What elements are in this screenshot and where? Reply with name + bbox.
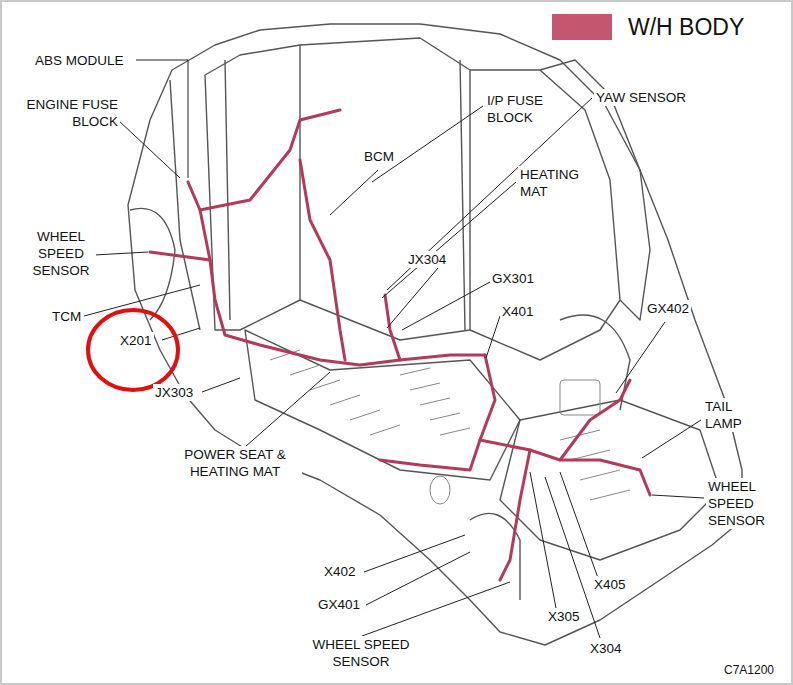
part-label: GX301 — [490, 270, 536, 287]
part-label: X402 — [322, 563, 358, 580]
part-label: I/P FUSE BLOCK — [485, 92, 559, 126]
part-label: C7A1200 — [722, 662, 776, 679]
part-label: TCM — [50, 308, 83, 325]
part-label: WHEEL SPEED SENSOR — [300, 636, 422, 670]
part-label: X304 — [588, 640, 624, 657]
part-label: ABS MODULE — [33, 52, 126, 69]
part-label: WHEEL SPEED SENSOR — [26, 228, 96, 279]
part-label: JX303 — [153, 384, 195, 401]
part-label: GX401 — [316, 596, 362, 613]
legend-text: W/H BODY — [628, 13, 744, 41]
part-label: GX402 — [645, 300, 691, 317]
part-label: JX304 — [406, 251, 448, 268]
legend-swatch — [552, 14, 612, 40]
part-label: BCM — [362, 148, 396, 165]
part-label: POWER SEAT & HEATING MAT — [168, 446, 302, 480]
highlight-circle — [88, 310, 178, 390]
part-label: TAIL LAMP — [703, 398, 755, 432]
part-label: YAW SENSOR — [594, 89, 688, 106]
part-label: HEATING MAT — [518, 166, 594, 200]
part-label: WHEEL SPEED SENSOR — [706, 478, 776, 529]
part-label: ENGINE FUSE BLOCK — [10, 96, 120, 130]
part-label: X401 — [500, 303, 536, 320]
part-label: X405 — [592, 576, 628, 593]
connector-id: X201 — [118, 332, 154, 349]
part-label: X305 — [546, 608, 582, 625]
